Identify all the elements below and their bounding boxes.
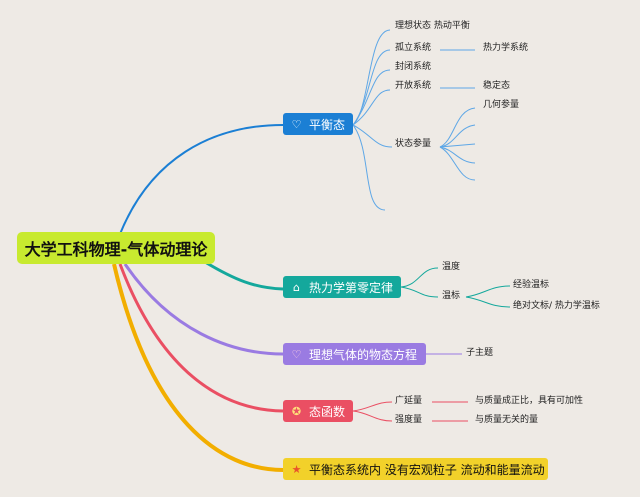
leaf-wendu[interactable]: 温度	[442, 262, 461, 272]
topic-lixiang-label: 理想气体的物态方程	[309, 347, 418, 362]
leaf-zhuangtai-sub[interactable]: 几何参量	[483, 100, 520, 110]
topic-note[interactable]: ★ 平衡态系统内 没有宏观粒子 流动和能量流动	[283, 458, 548, 480]
leaf-zhuangtai[interactable]: 状态参量	[395, 139, 432, 149]
leaf-zizhuti[interactable]: 子主题	[466, 348, 494, 358]
topic-note-label: 平衡态系统内 没有宏观粒子 流动和能量流动	[309, 462, 545, 477]
connector-root-taihan	[118, 263, 284, 413]
heart-outline-icon: ♡	[291, 347, 302, 361]
connector-wenbiao-jueduei	[465, 296, 511, 308]
home-icon: ⌂	[293, 280, 300, 294]
topic-taihan[interactable]: ✪ 态函数	[283, 400, 353, 422]
connector-zhuangtai-d	[439, 146, 476, 164]
topic-ling[interactable]: ⌂ 热力学第零定律	[283, 276, 401, 298]
topic-ling-label: 热力学第零定律	[309, 280, 394, 295]
connector-zhuangtai-e	[439, 146, 476, 181]
leaf-kaifang-sub[interactable]: 稳定态	[483, 81, 511, 91]
connector-root-note	[112, 263, 284, 472]
root-topic-label: 大学工科物理-气体动理论	[24, 240, 208, 259]
topic-pingheng-label: 平衡态	[309, 117, 346, 132]
connector-pingheng-fengbi	[352, 69, 391, 126]
leaf-jueduei[interactable]: 绝对文标/ 热力学温标	[513, 301, 600, 311]
connector-wenbiao-jingyan	[465, 285, 511, 298]
leaf-lixiang-zhuangtai[interactable]: 理想状态 热动平衡	[395, 21, 470, 31]
leaf-fengbi[interactable]: 封闭系统	[395, 62, 432, 72]
leaf-guli[interactable]: 孤立系统	[395, 43, 432, 53]
heart-outline-icon: ♡	[291, 117, 302, 131]
leaf-kaifang[interactable]: 开放系统	[395, 81, 432, 91]
leaf-wenbiao[interactable]: 温标	[442, 291, 461, 301]
connector-pingheng-zhuangtai	[352, 124, 393, 148]
star-icon: ★	[291, 462, 302, 476]
topic-lixiang[interactable]: ♡ 理想气体的物态方程	[283, 343, 426, 365]
connector-pingheng-blank	[352, 124, 386, 211]
connector-root-ling	[204, 260, 284, 291]
connector-ling-wenbiao	[400, 286, 439, 298]
connector-root-pingheng	[119, 124, 284, 235]
leaf-qiangdu[interactable]: 强度量	[395, 415, 423, 425]
connector-zhuangtai-a	[439, 107, 476, 148]
badge-icon: ✪	[291, 404, 302, 418]
connector-pingheng-kaifang	[352, 89, 391, 126]
topic-taihan-label: 态函数	[309, 404, 346, 419]
connector-ling-wendu	[400, 267, 439, 288]
connector-zhuangtai-b	[439, 124, 476, 148]
connector-zhuangtai-c	[439, 143, 476, 148]
leaf-qiangdu-desc[interactable]: 与质量无关的量	[475, 415, 539, 425]
topic-pingheng[interactable]: ♡ 平衡态	[283, 113, 353, 135]
leaf-guangyan-desc[interactable]: 与质量成正比，具有可加性	[475, 396, 584, 406]
connector-root-lixiang	[123, 263, 284, 356]
leaf-guangyan[interactable]: 广延量	[395, 396, 423, 406]
connector-taihan-guangyan	[352, 401, 393, 412]
leaf-jingyan[interactable]: 经验温标	[513, 280, 550, 290]
connector-taihan-qiangdu	[352, 410, 393, 422]
leaf-guli-sub[interactable]: 热力学系统	[483, 43, 529, 53]
root-topic[interactable]: 大学工科物理-气体动理论	[17, 232, 215, 264]
